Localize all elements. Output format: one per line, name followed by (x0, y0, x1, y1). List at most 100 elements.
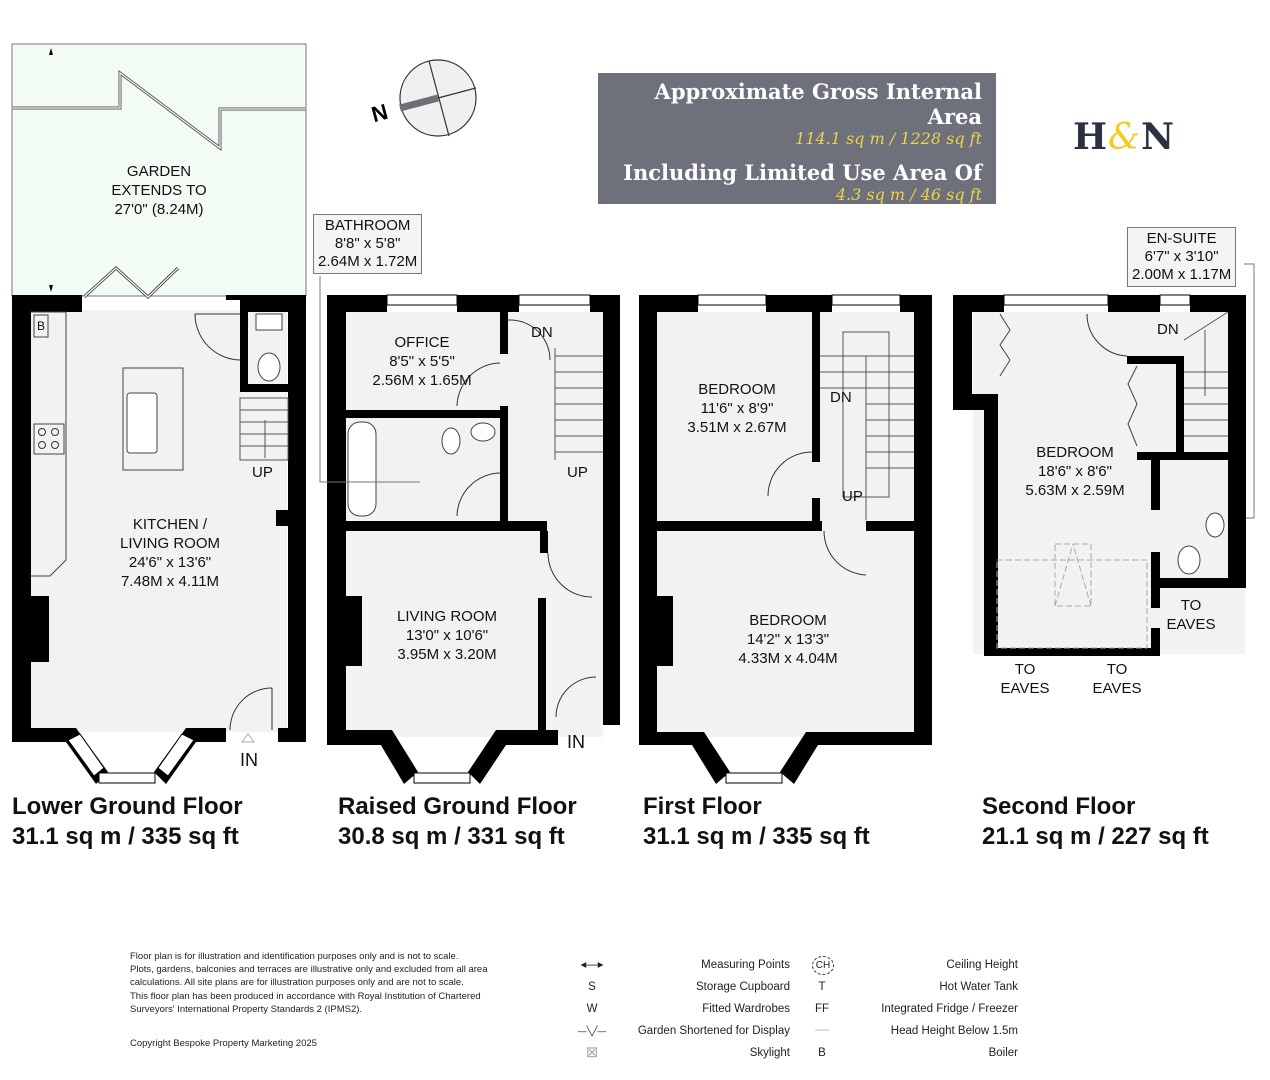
room-dimensions-metric: 4.33M x 4.04M (738, 650, 838, 667)
floor-title-first: First Floor 31.1 sq m / 335 sq ft (643, 792, 870, 852)
legend-label: Integrated Fridge / Freezer (881, 1003, 1018, 1015)
room-label-living-room: LIVING ROOM 13'0" x 10'6" 3.95M x 3.20M (397, 607, 497, 664)
floor-title-raised-ground: Raised Ground Floor 30.8 sq m / 331 sq f… (338, 792, 577, 852)
room-dimensions-imperial: 14'2" x 13'3" (746, 631, 830, 648)
stairs-down-label: DN (830, 389, 852, 406)
garden-label-line: 27'0" (8.24M) (114, 201, 204, 218)
floor-title-lower-ground: Lower Ground Floor 31.1 sq m / 335 sq ft (12, 792, 243, 852)
room-label-kitchen-living: KITCHEN / LIVING ROOM 24'6" x 13'6" 7.48… (120, 515, 220, 591)
to-eaves-label: TO EAVES (1093, 660, 1142, 698)
disclaimer-line: Surveyors' International Property Standa… (130, 1003, 363, 1015)
limited-use-value: 4.3 sq m / 46 sq ft (835, 185, 982, 204)
eaves-label-line: TO (1180, 597, 1202, 614)
entrance-label: IN (240, 750, 258, 770)
svg-text:N: N (369, 99, 391, 127)
room-name: BEDROOM (698, 381, 776, 398)
room-label-bedroom-1: BEDROOM 11'6" x 8'9" 3.51M x 2.67M (687, 380, 786, 437)
skylight-icon: ⊠ (585, 1044, 599, 1061)
room-name: OFFICE (394, 334, 450, 351)
room-name: KITCHEN / (132, 516, 208, 533)
stairs-down-label: DN (1157, 321, 1179, 338)
legend-label: Hot Water Tank (939, 981, 1018, 993)
legend-label: Garden Shortened for Display (637, 1025, 790, 1037)
legend-label: Head Height Below 1.5m (890, 1025, 1018, 1037)
stairs-up-label: UP (842, 488, 863, 505)
room-dimensions-metric: 2.64M x 1.72M (318, 253, 418, 270)
eaves-label-line: EAVES (1166, 616, 1216, 633)
room-dimensions-metric: 2.00M x 1.17M (1132, 266, 1232, 283)
room-dimensions-imperial: 8'5" x 5'5" (389, 353, 455, 370)
to-eaves-label: TO EAVES (1167, 596, 1216, 634)
floor-area: 30.8 sq m / 331 sq ft (338, 823, 565, 850)
fridge-freezer-icon: FF (814, 1003, 830, 1015)
room-dimensions-metric: 7.48M x 4.11M (120, 573, 220, 590)
ceiling-height-icon: CH (812, 956, 834, 975)
floor-area: 31.1 sq m / 335 sq ft (643, 823, 870, 850)
legend-label: Measuring Points (701, 959, 790, 971)
room-dimensions-imperial: 8'8" x 5'8" (334, 235, 401, 252)
stairs-down-label: DN (531, 324, 553, 341)
legend-row: —╲╱— Garden Shortened for Display ┄┄ Hea… (572, 1022, 1032, 1040)
disclaimer-line: Plots, gardens, balconies and terraces a… (130, 964, 488, 976)
room-dimensions-imperial: 11'6" x 8'9" (700, 400, 774, 417)
room-dimensions-imperial: 13'0" x 10'6" (405, 627, 489, 644)
room-callout-en-suite: EN-SUITE 6'7" x 3'10" 2.00M x 1.17M (1127, 227, 1237, 287)
room-name: BATHROOM (324, 217, 411, 234)
legend-label: Ceiling Height (946, 959, 1018, 971)
legend-label: Storage Cupboard (696, 981, 790, 993)
copyright-text: Copyright Bespoke Property Marketing 202… (130, 1038, 317, 1049)
garden-area (11, 43, 307, 300)
disclaimer-line: calculations. All site plans are for ill… (130, 977, 464, 989)
gross-internal-area-box: Approximate Gross Internal Area 114.1 sq… (598, 73, 996, 204)
floor-name: First Floor (643, 793, 762, 820)
room-label-bedroom-3: BEDROOM 18'6" x 8'6" 5.63M x 2.59M (1025, 443, 1124, 500)
disclaimer-text: Floor plan is for illustration and ident… (130, 950, 550, 1016)
legend-label: Fitted Wardrobes (702, 1003, 790, 1015)
legend-row: ◂—▸ Measuring Points CH Ceiling Height (572, 956, 1032, 975)
eaves-label-line: EAVES (1000, 680, 1050, 697)
second-floor-plan (953, 263, 1255, 656)
measuring-points-icon: ◂—▸ (580, 959, 604, 971)
room-name: LIVING ROOM (119, 535, 221, 552)
room-name: BEDROOM (749, 612, 827, 629)
room-dimensions-imperial: 18'6" x 8'6" (1038, 463, 1112, 480)
logo-letter-h: H (1073, 116, 1109, 158)
eaves-label-line: TO (1014, 661, 1036, 678)
floor-area: 31.1 sq m / 335 sq ft (12, 823, 239, 850)
floor-name: Second Floor (982, 793, 1136, 820)
garden-shortened-icon: —╲╱— (577, 1026, 607, 1036)
gross-area-heading: Approximate Gross Internal Area (654, 79, 982, 129)
fitted-wardrobes-icon: W (586, 1003, 598, 1015)
logo-ampersand: & (1108, 117, 1142, 158)
room-dimensions-metric: 2.56M x 1.65M (372, 372, 472, 389)
legend: ◂—▸ Measuring Points CH Ceiling Height S… (572, 956, 1032, 1066)
boiler-marker: B (37, 319, 46, 333)
floor-area: 21.1 sq m / 227 sq ft (982, 823, 1209, 850)
disclaimer-line: Floor plan is for illustration and ident… (130, 951, 459, 962)
entrance-label: IN (567, 732, 585, 752)
room-dimensions-metric: 5.63M x 2.59M (1025, 482, 1125, 499)
legend-row: ⊠ Skylight B Boiler (572, 1044, 1032, 1062)
floor-title-second: Second Floor 21.1 sq m / 227 sq ft (982, 792, 1209, 852)
raised-ground-floor-plan (319, 276, 620, 784)
room-dimensions-imperial: 6'7" x 3'10" (1144, 248, 1219, 265)
lower-ground-floor-plan (12, 295, 306, 784)
boiler-icon: B (818, 1047, 826, 1059)
garden-label-line: EXTENDS TO (111, 182, 207, 199)
stairs-up-label: UP (252, 464, 273, 481)
floor-name: Raised Ground Floor (338, 793, 577, 820)
legend-row: W Fitted Wardrobes FF Integrated Fridge … (572, 1000, 1032, 1018)
legend-label: Boiler (988, 1047, 1018, 1059)
legend-row: S Storage Cupboard T Hot Water Tank (572, 978, 1032, 996)
stairs-up-label: UP (567, 464, 588, 481)
room-name: LIVING ROOM (396, 608, 498, 625)
room-callout-bathroom: BATHROOM 8'8" x 5'8" 2.64M x 1.72M (313, 214, 423, 274)
logo-letter-n: N (1141, 116, 1175, 158)
room-name: EN-SUITE (1146, 230, 1217, 247)
garden-label: GARDEN EXTENDS TO 27'0" (8.24M) (111, 162, 206, 219)
compass-icon: N (369, 59, 477, 137)
storage-cupboard-icon: S (588, 981, 596, 993)
room-label-office: OFFICE 8'5" x 5'5" 2.56M x 1.65M (372, 333, 471, 390)
garden-label-line: GARDEN (126, 163, 192, 180)
